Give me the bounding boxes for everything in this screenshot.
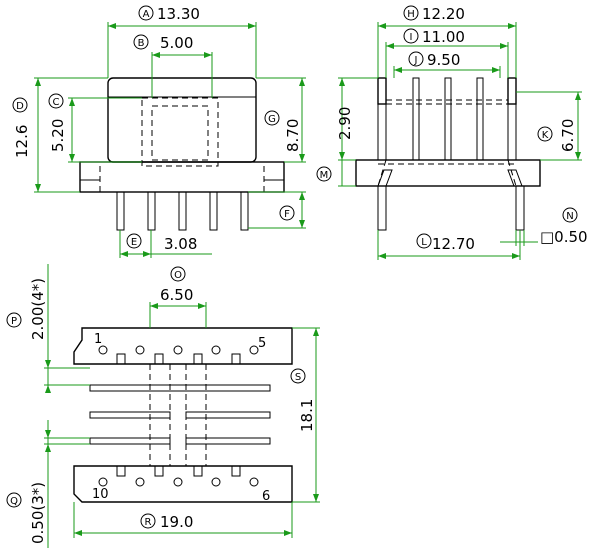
dim-I-letter: I [410, 32, 413, 43]
dim-L-letter: L [421, 237, 427, 248]
dim-G: G 8.70 [256, 77, 306, 163]
dim-E-letter: E [131, 237, 137, 248]
dim-L-value: 12.70 [432, 235, 475, 253]
dim-C-value: 5.20 [49, 119, 67, 152]
dim-K-value: 6.70 [559, 119, 577, 152]
pin-label-1: 1 [94, 332, 102, 347]
dim-O-letter: O [174, 270, 182, 281]
dim-M: 2.90 M [316, 77, 378, 187]
dim-N: N □0.50 [500, 207, 588, 246]
front-window-outline [141, 97, 219, 167]
bottom-top-tabs [116, 353, 241, 365]
bottom-bottom-holes [98, 477, 259, 487]
dim-M-value: 2.90 [336, 107, 354, 140]
dim-I: I 11.00 [385, 28, 509, 78]
dim-E: E 3.08 [119, 230, 212, 258]
dim-S-letter: S [295, 372, 301, 383]
dim-C: C 5.20 [48, 93, 142, 163]
bottom-bottom-tabs [116, 465, 241, 477]
dim-H-letter: H [407, 9, 415, 20]
dim-F: F [248, 191, 306, 229]
dim-S: S 18.1 [290, 327, 320, 503]
dim-G-letter: G [268, 114, 276, 125]
bottom-view: 1 5 10 6 [73, 327, 293, 504]
dim-B-value: 5.00 [160, 34, 193, 52]
dim-I-value: 11.00 [422, 28, 465, 46]
side-view [355, 77, 541, 231]
dim-M-letter: M [320, 170, 329, 181]
dim-A-value: 13.30 [157, 5, 200, 23]
side-flanges [412, 77, 484, 161]
dim-O-value: 6.50 [160, 286, 193, 304]
front-view [79, 77, 285, 231]
dim-J-value: 9.50 [427, 51, 460, 69]
front-pins [116, 191, 249, 231]
dim-Q-letter: Q [10, 496, 18, 507]
dim-O: O 6.50 [149, 266, 207, 328]
dim-H: H 12.20 [377, 5, 517, 78]
dim-D-letter: D [16, 101, 24, 112]
dim-N-letter: N [566, 211, 573, 222]
dim-D: D 12.6 [12, 77, 108, 193]
bottom-bottom-flange [73, 465, 293, 503]
dim-R-letter: R [145, 517, 152, 528]
dim-D-value: 12.6 [13, 125, 31, 158]
dim-P: P 2.00(4*) [6, 264, 90, 393]
dim-K: K 6.70 [516, 91, 582, 161]
dim-P-value: 2.00(4*) [29, 278, 47, 340]
dim-L: L 12.70 [377, 230, 521, 260]
dim-J-letter: J [414, 55, 418, 66]
dim-K-letter: K [542, 130, 549, 141]
bottom-top-holes [98, 345, 259, 355]
dim-A-letter: A [143, 9, 150, 20]
pin-label-10: 10 [92, 487, 109, 502]
dim-B-letter: B [138, 38, 145, 49]
dim-N-value: □0.50 [540, 228, 588, 246]
dim-F-letter: F [284, 209, 290, 220]
dim-C-letter: C [53, 97, 60, 108]
side-base [355, 159, 541, 187]
dim-G-value: 8.70 [284, 119, 302, 152]
pin-label-5: 5 [258, 336, 266, 351]
dim-A: A 13.30 [107, 5, 257, 78]
dim-Q: Q 0.50(3*) [6, 420, 90, 548]
dim-P-letter: P [11, 316, 17, 327]
dim-B: B 5.00 [133, 34, 213, 98]
dim-S-value: 18.1 [298, 399, 316, 432]
dim-R: R 19.0 [73, 502, 293, 538]
front-core-body [107, 77, 257, 163]
dim-E-value: 3.08 [164, 235, 197, 253]
pin-label-6: 6 [262, 489, 270, 504]
dim-H-value: 12.20 [422, 5, 465, 23]
dim-Q-value: 0.50(3*) [29, 482, 47, 544]
dim-J: J 9.50 [393, 51, 501, 78]
dim-R-value: 19.0 [160, 513, 193, 531]
